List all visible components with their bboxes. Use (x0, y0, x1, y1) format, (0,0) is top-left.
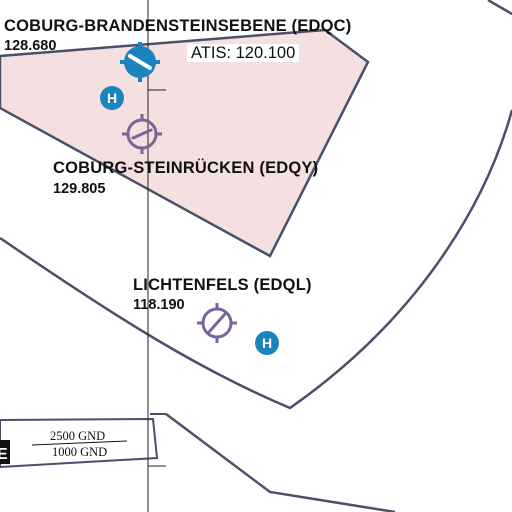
airfield-name-edql[interactable]: LICHTENFELS (EDQL) (133, 276, 312, 294)
airspace-class-label: E (0, 446, 8, 463)
airspace-upper-limit: 2500 GND (50, 429, 106, 443)
airfield-runway-icon[interactable] (120, 112, 164, 156)
helipad-label: H (261, 335, 273, 351)
airfield-name-edqc[interactable]: COBURG-BRANDENSTEINSEBENE (EDQC) (4, 17, 352, 35)
airfield-name-edqy[interactable]: COBURG-STEINRÜCKEN (EDQY) (53, 159, 319, 177)
airport-runway-icon[interactable] (118, 40, 162, 84)
helipad-icon[interactable]: H (255, 331, 279, 355)
altitude-separator (31, 440, 128, 446)
airspace-lower-limit: 1000 GND (52, 445, 108, 459)
airspace-class-tab (0, 440, 10, 464)
control-zone-area (0, 28, 370, 258)
atis-frequency-label: ATIS: 120.100 (187, 44, 300, 62)
airfield-runway-icon[interactable] (195, 301, 239, 345)
airfield-frequency-edql: 118.190 (133, 297, 185, 313)
helipad-label: H (106, 90, 118, 106)
airspace-boundary-line (0, 0, 512, 410)
airfield-frequency-edqc: 128.680 (4, 38, 57, 54)
lower-boundary-line (165, 413, 396, 512)
helipad-icon[interactable]: H (100, 86, 124, 110)
airfield-frequency-edqy: 129.805 (53, 181, 106, 197)
